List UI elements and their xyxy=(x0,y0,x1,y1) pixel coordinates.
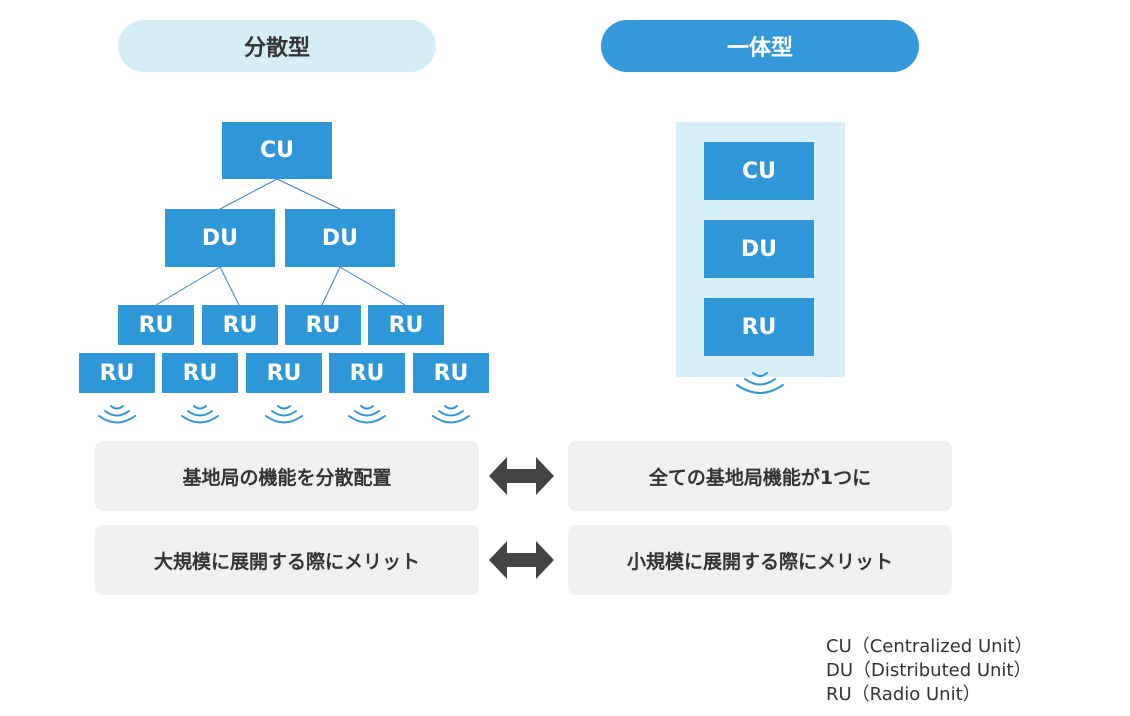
radio-wave-icon xyxy=(98,405,136,424)
radio-wave-icon xyxy=(432,405,470,424)
cu-box: CU xyxy=(222,122,332,179)
legend-ru: RU（Radio Unit） xyxy=(826,684,981,705)
integrated-cu-box: CU xyxy=(704,142,814,200)
ru-box: RU xyxy=(413,353,489,393)
ru-box: RU xyxy=(162,353,238,393)
ru-box: RU xyxy=(246,353,322,393)
du-box: DU xyxy=(285,209,395,267)
radio-wave-icon xyxy=(265,405,303,424)
ru-box: RU xyxy=(118,305,194,345)
double-arrow-icon xyxy=(489,541,554,579)
connector-du2-ru3 xyxy=(321,266,341,306)
feature-integrated-1: 全ての基地局機能が1つに xyxy=(568,441,952,511)
ru-box: RU xyxy=(368,305,444,345)
connector-du1-ru2 xyxy=(219,266,240,306)
radio-wave-icon xyxy=(181,405,219,424)
radio-wave-icon xyxy=(348,405,386,424)
feature-integrated-2: 小規模に展開する際にメリット xyxy=(568,525,952,595)
connector-du1-ru1 xyxy=(155,266,221,306)
du-box: DU xyxy=(165,209,275,267)
connector-du2-ru4 xyxy=(339,266,406,306)
feature-distributed-2: 大規模に展開する際にメリット xyxy=(95,525,479,595)
integrated-du-box: DU xyxy=(704,220,814,278)
feature-distributed-1: 基地局の機能を分散配置 xyxy=(95,441,479,511)
integrated-ru-box: RU xyxy=(704,298,814,356)
radio-wave-icon xyxy=(736,372,784,394)
legend-du: DU（Distributed Unit） xyxy=(826,660,1032,681)
ru-box: RU xyxy=(79,353,155,393)
header-distributed: 分散型 xyxy=(118,20,436,72)
ru-box: RU xyxy=(285,305,361,345)
connector-cu-du1 xyxy=(219,178,278,210)
connector-cu-du2 xyxy=(276,178,341,210)
legend-cu: CU（Centralized Unit） xyxy=(826,636,1033,657)
header-integrated: 一体型 xyxy=(601,20,919,72)
ru-box: RU xyxy=(329,353,405,393)
ru-box: RU xyxy=(202,305,278,345)
double-arrow-icon xyxy=(489,457,554,495)
